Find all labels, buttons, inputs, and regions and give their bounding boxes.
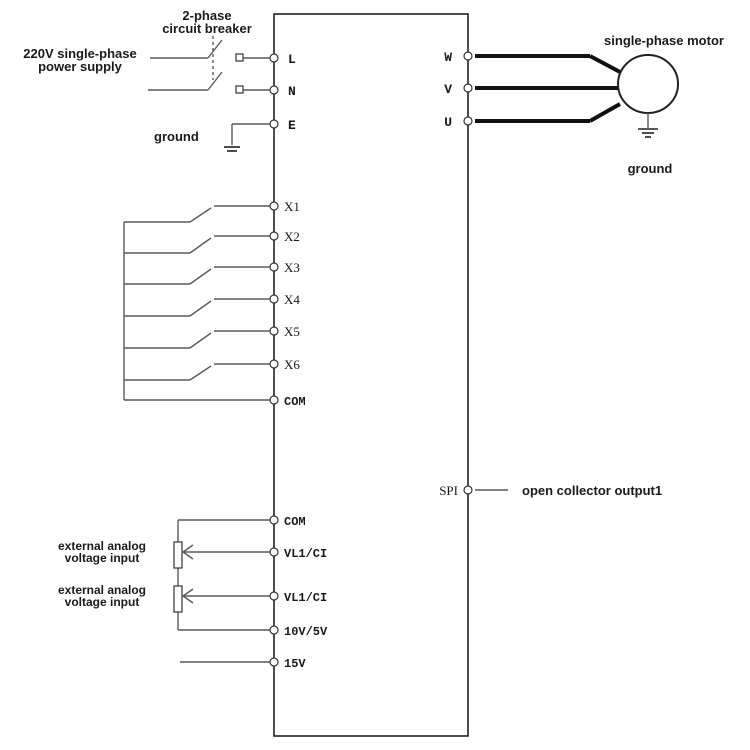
terminal-label-10v: 10V/5V <box>284 625 328 639</box>
terminal-label-x4: X4 <box>284 292 300 307</box>
terminal-dot-e <box>269 119 279 129</box>
terminal-VI1: VL1/CI <box>269 547 327 561</box>
supply-label-2: power supply <box>38 59 123 74</box>
terminal-dot-x2 <box>269 231 279 241</box>
terminal-dot-x6 <box>269 359 279 369</box>
motor-label: single-phase motor <box>604 33 724 48</box>
ground-symbol-right <box>638 113 658 138</box>
terminal-dot-n <box>269 85 279 95</box>
terminal-dot-com1 <box>269 395 279 405</box>
terminal-label-vi2: VL1/CI <box>284 591 327 605</box>
inverter-box <box>273 13 469 737</box>
terminal-dot-vi1 <box>269 547 279 557</box>
terminal-X6: X6 <box>269 357 300 372</box>
analog-input-wiring <box>173 519 272 663</box>
terminal-dot-x4 <box>269 294 279 304</box>
terminal-label-x6: X6 <box>284 357 300 372</box>
terminal-COM-1: COM <box>269 395 306 409</box>
terminal-N: N <box>269 84 296 99</box>
motor-symbol <box>617 54 679 114</box>
terminal-dot-com2 <box>269 515 279 525</box>
motor-wiring <box>475 54 621 123</box>
terminal-U: U <box>444 115 473 130</box>
terminal-label-x5: X5 <box>284 324 300 339</box>
terminal-X3: X3 <box>269 260 300 275</box>
terminal-dot-x5 <box>269 326 279 336</box>
terminal-dot-v <box>463 83 473 93</box>
terminal-SPI: SPI <box>439 483 473 498</box>
terminal-dot-l <box>269 53 279 63</box>
terminal-label-x3: X3 <box>284 260 300 275</box>
breaker-contact-l <box>235 53 244 62</box>
terminal-label-15v: 15V <box>284 657 306 671</box>
terminal-label-n: N <box>288 84 296 99</box>
power-input-group <box>148 36 272 94</box>
ground-symbol-left <box>224 123 272 152</box>
terminal-E: E <box>269 118 296 133</box>
terminal-label-x1: X1 <box>284 199 300 214</box>
terminal-label-l: L <box>288 52 296 67</box>
terminal-label-u: U <box>444 115 452 130</box>
terminal-X2: X2 <box>269 229 300 244</box>
terminal-label-com1: COM <box>284 395 306 409</box>
terminal-10V: 10V/5V <box>269 625 328 639</box>
terminal-COM-2: COM <box>269 515 306 529</box>
terminal-W: W <box>444 50 473 65</box>
breaker-label-1: 2-phase <box>182 8 231 23</box>
terminal-dot-spi <box>463 485 473 495</box>
potentiometer-2 <box>173 585 183 613</box>
digital-input-switches <box>123 205 272 401</box>
terminal-VI2: VL1/CI <box>269 591 327 605</box>
terminal-label-spi: SPI <box>439 483 458 498</box>
terminal-X4: X4 <box>269 292 300 307</box>
breaker-contact-n <box>235 85 244 94</box>
ground-label-left: ground <box>154 129 199 144</box>
terminal-V: V <box>444 82 473 97</box>
terminal-dot-10v <box>269 625 279 635</box>
terminal-dot-x1 <box>269 201 279 211</box>
terminal-X1: X1 <box>269 199 300 214</box>
terminal-15V: 15V <box>269 657 306 671</box>
terminal-label-v: V <box>444 82 452 97</box>
supply-label-1: 220V single-phase <box>23 46 136 61</box>
open-collector-label: open collector output1 <box>522 483 662 498</box>
terminal-dot-15v <box>269 657 279 667</box>
terminal-dot-vi2 <box>269 591 279 601</box>
terminal-label-w: W <box>444 50 452 65</box>
terminal-L: L <box>269 52 296 67</box>
terminal-label-x2: X2 <box>284 229 300 244</box>
terminal-label-vi1: VL1/CI <box>284 547 327 561</box>
terminal-label-e: E <box>288 118 296 133</box>
ground-label-right: ground <box>628 161 673 176</box>
terminal-X5: X5 <box>269 324 300 339</box>
analog-label-1b: voltage input <box>65 551 140 565</box>
analog-label-2a: external analog <box>58 583 146 597</box>
terminal-dot-x3 <box>269 262 279 272</box>
breaker-label-2: circuit breaker <box>162 21 252 36</box>
terminal-dot-w <box>463 51 473 61</box>
analog-label-1a: external analog <box>58 539 146 553</box>
potentiometer-1 <box>173 541 183 569</box>
analog-label-2b: voltage input <box>65 595 140 609</box>
terminal-dot-u <box>463 116 473 126</box>
terminal-label-com2: COM <box>284 515 306 529</box>
